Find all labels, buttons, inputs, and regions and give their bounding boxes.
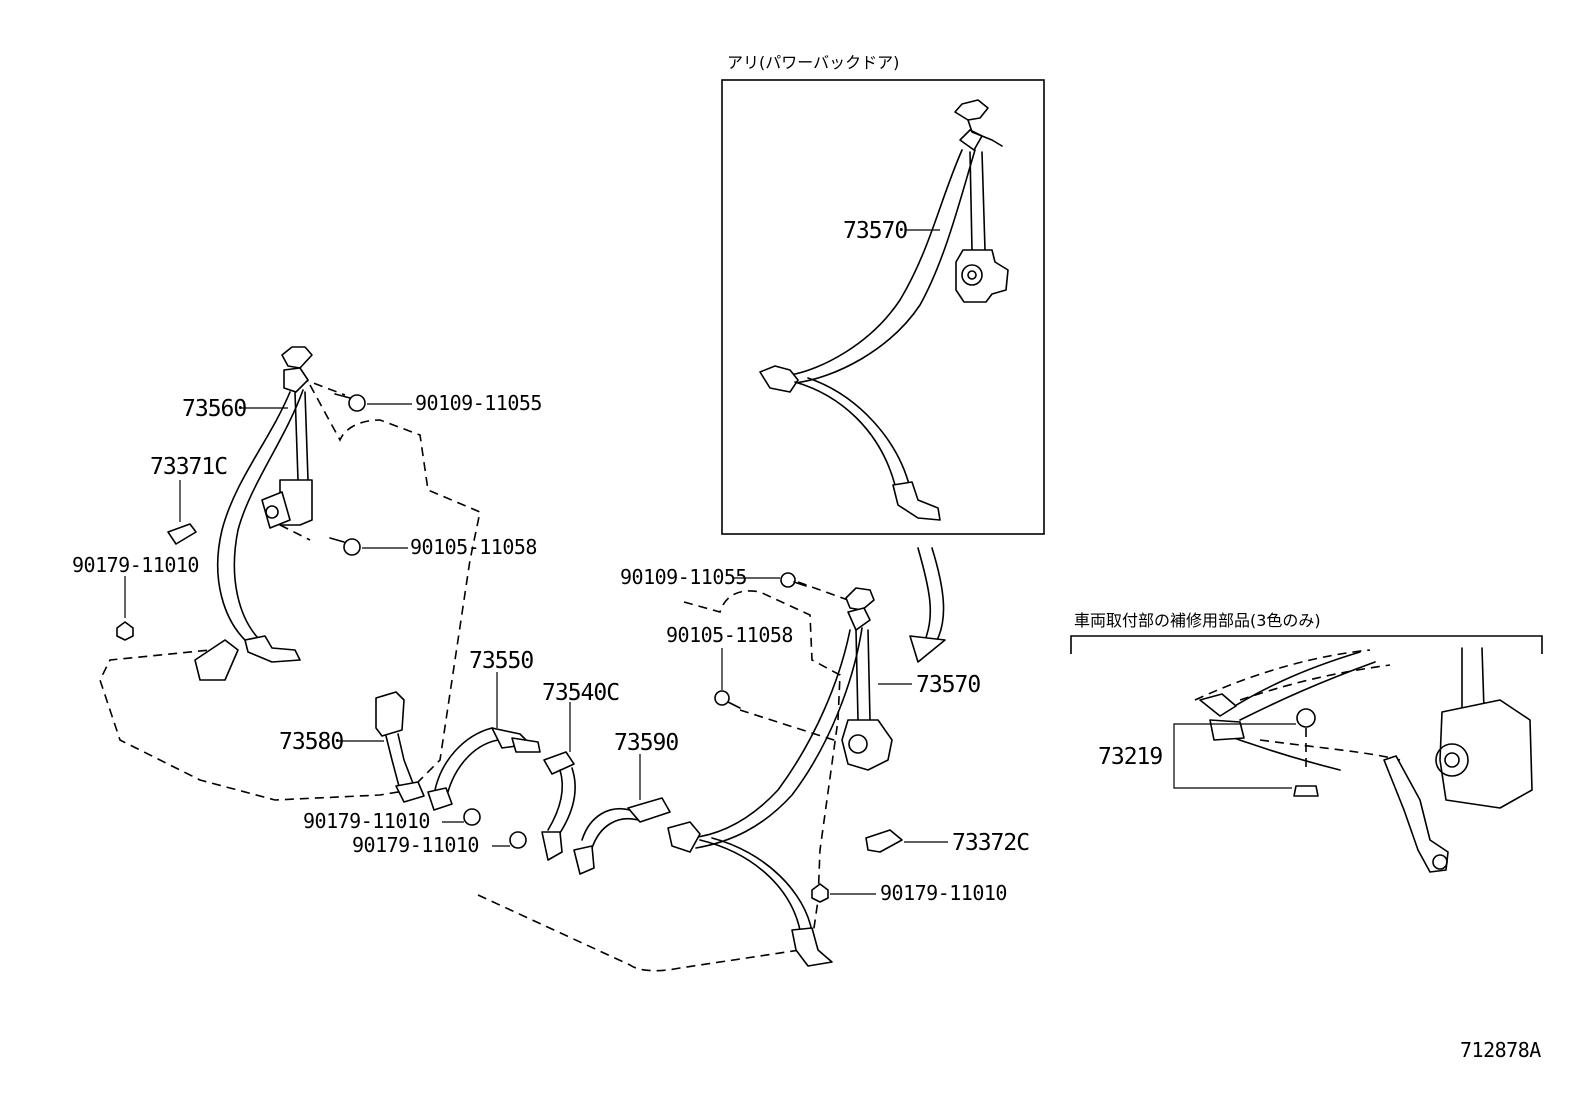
repair-parts-section: 車両取付部の補修用部品(3色のみ) <box>1070 611 1543 873</box>
label-90179-11010-left: 90179-11010 <box>72 553 199 577</box>
buckle-73590 <box>573 797 671 875</box>
bolt-90105-11058-left <box>329 537 361 556</box>
bolt-90109-11055-right <box>780 572 807 588</box>
bolt-90109-11055-left <box>334 393 366 412</box>
seat-belt-assembly-inset <box>759 99 1009 521</box>
floor-outline <box>477 894 801 972</box>
label-90105-11058-right: 90105-11058 <box>666 623 793 647</box>
buckle-73580 <box>375 691 425 803</box>
bolt-90105-11058-right <box>714 690 741 709</box>
inset-power-back-door: アリ(パワーバックドア) 73570 <box>721 53 1045 535</box>
arrow-down <box>909 547 946 663</box>
label-73219: 73219 <box>1098 744 1162 770</box>
repair-parts-title: 車両取付部の補修用部品(3色のみ) <box>1074 611 1321 630</box>
label-73550: 73550 <box>469 648 533 674</box>
label-73372c: 73372C <box>952 830 1029 856</box>
nut-90179-11010-left <box>116 621 134 641</box>
label-73371c: 73371C <box>150 454 227 480</box>
label-90179-11010-b: 90179-11010 <box>352 833 479 857</box>
seat-belt-assembly-left <box>99 346 481 801</box>
clip-73372c <box>865 829 903 853</box>
nut-90179-11010-a <box>463 808 481 826</box>
seat-belt-assembly-right <box>667 581 893 967</box>
buckle-73540c <box>541 751 576 861</box>
label-73590: 73590 <box>614 730 678 756</box>
clip-73371c <box>167 523 197 545</box>
inset-frame <box>721 79 1045 535</box>
label-90179-11010-a: 90179-11010 <box>303 809 430 833</box>
nut-90179-11010-right <box>811 883 829 903</box>
label-73560: 73560 <box>182 396 246 422</box>
nut-90179-11010-b <box>509 831 527 849</box>
label-90109-11055-right: 90109-11055 <box>620 565 747 589</box>
label-73540c: 73540C <box>542 680 619 706</box>
repair-parts-bracket <box>1070 635 1543 654</box>
leader-73219-bottom <box>1173 756 1292 789</box>
label-73570: 73570 <box>916 672 980 698</box>
center-belt-73550 <box>427 727 541 811</box>
label-90109-11055-left: 90109-11055 <box>415 391 542 415</box>
label-73570-inset: 73570 <box>843 218 907 244</box>
label-90179-11010-right: 90179-11010 <box>880 881 1007 905</box>
diagram-id: 712878A <box>1460 1038 1541 1062</box>
label-73580: 73580 <box>279 729 343 755</box>
label-90105-11058-left: 90105-11058 <box>410 535 537 559</box>
leader-73219-top <box>1173 723 1296 756</box>
option-title: アリ(パワーバックドア) <box>727 53 899 72</box>
